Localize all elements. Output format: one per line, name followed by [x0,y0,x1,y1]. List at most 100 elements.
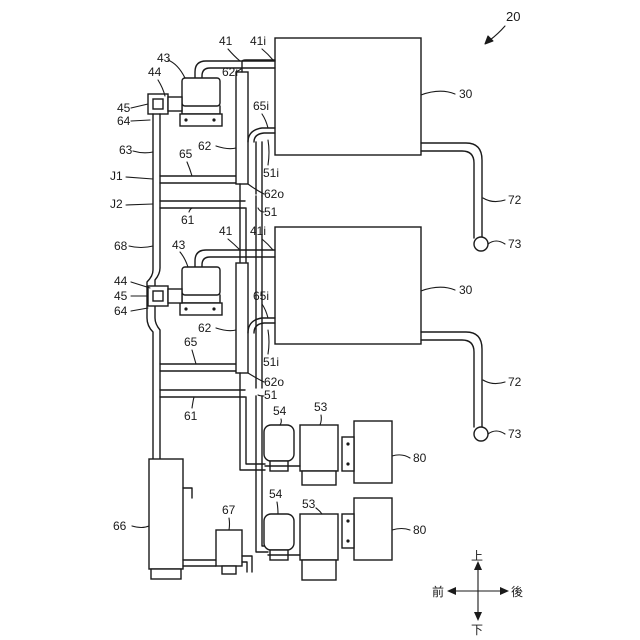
label-43-upper: 43 [157,51,171,65]
leader-80-lower [392,529,410,531]
unit-80-upper [354,421,392,483]
leader-65i-upper [262,114,268,128]
label-62-lower: 62 [198,321,212,335]
valve-45-lower-core [153,291,163,301]
bolt-43-upper-a [184,118,187,121]
label-62-upper: 62 [198,139,212,153]
label-64-upper: 64 [117,114,131,128]
figure-arrowhead [485,36,493,44]
label-72-lower: 72 [508,375,522,389]
label-65-upper: 65 [179,147,193,161]
pump-53-upper [300,425,338,471]
compass-label-front: 前 [432,584,444,599]
label-54-upper: 54 [273,404,287,418]
label-51i-upper: 51i [263,166,279,180]
label-45-upper: 45 [117,101,131,115]
label-80-lower: 80 [413,523,427,537]
pipe-65i-upper-a [248,128,275,142]
label-65-lower: 65 [184,335,198,349]
unit-80-lower-bolt-b [346,539,349,542]
pipe-62-lower [236,263,248,373]
leader-41i-lower [262,239,273,250]
nozzle-73-lower [474,427,488,441]
tank-66-foot [151,569,181,579]
valve-45-upper-core [153,99,163,109]
leader-51i-upper [268,140,269,165]
label-63: 63 [119,143,133,157]
valve-44-lower [168,289,182,303]
tank-66-outlet [183,488,192,498]
leader-62-lower [216,328,236,331]
unit-80-lower-mount [342,514,354,548]
reservoir-43-lower-base [182,295,220,303]
label-65i-upper: 65i [253,99,269,113]
label-30-lower: 30 [459,283,473,297]
hose-72-lower-inner [421,340,474,427]
leader-54-lower [277,502,278,514]
leader-73-lower [488,431,505,434]
label-30-upper: 30 [459,87,473,101]
pump-53-lower-base [302,560,336,580]
label-68: 68 [114,239,128,253]
compass-down-arrow [474,612,482,621]
valve-44-upper [168,97,182,111]
label-41-upper: 41 [219,34,233,48]
leader-41-upper [228,49,240,61]
label-45-lower: 45 [114,289,128,303]
unit-80-upper-bolt-b [346,462,349,465]
pipe-62-upper [236,72,248,184]
label-j2: J2 [110,197,123,211]
compass-label-down: 下 [471,623,483,637]
label-41-lower: 41 [219,224,233,238]
label-66: 66 [113,519,127,533]
label-73-lower: 73 [508,427,522,441]
figure-number: 20 [506,9,520,24]
leader-65-lower [192,350,196,364]
label-54-lower: 54 [269,487,283,501]
nozzle-73-upper [474,237,488,251]
unit-67 [216,530,242,566]
label-61-lower: 61 [184,409,198,423]
reservoir-43-upper-base [182,106,220,114]
pipe-62i-upper-link [242,60,275,72]
tank-30-lower [275,227,421,344]
leader-41-lower [228,239,240,250]
label-80-upper: 80 [413,451,427,465]
leader-30-upper [421,91,455,95]
leader-51i-lower [268,330,269,354]
leader-j1 [126,177,153,179]
leader-62-upper [216,146,236,149]
label-67: 67 [222,503,236,517]
leader-67 [229,518,230,530]
compass-back-arrow [500,587,509,595]
label-51i-lower: 51i [263,355,279,369]
label-43-lower: 43 [172,238,186,252]
leader-64-lower [131,308,148,311]
label-73-upper: 73 [508,237,522,251]
leader-43-upper [168,60,185,78]
filter-54-upper [264,425,294,461]
tank-66 [149,459,183,569]
pipe-67-out-b [242,562,247,572]
trunk-51-a-lower [240,373,265,470]
label-44-lower: 44 [114,274,128,288]
label-62o-lower: 62o [264,375,284,389]
compass-front-arrow [447,587,456,595]
leader-30-lower [421,287,455,291]
unit-67-base [222,566,236,574]
leader-65-upper [187,162,192,176]
leader-63 [133,151,153,153]
label-53-upper: 53 [314,400,328,414]
leader-j2 [126,204,153,205]
unit-80-lower [354,498,392,560]
leader-61-lower [192,397,194,408]
leader-72-upper [483,198,505,202]
pipe-65i-lower-b [254,323,275,333]
label-72-upper: 72 [508,193,522,207]
leader-66 [132,526,149,528]
leader-43-lower [180,252,188,267]
tank-30-upper [275,38,421,155]
label-41i-lower: 41i [250,224,266,238]
